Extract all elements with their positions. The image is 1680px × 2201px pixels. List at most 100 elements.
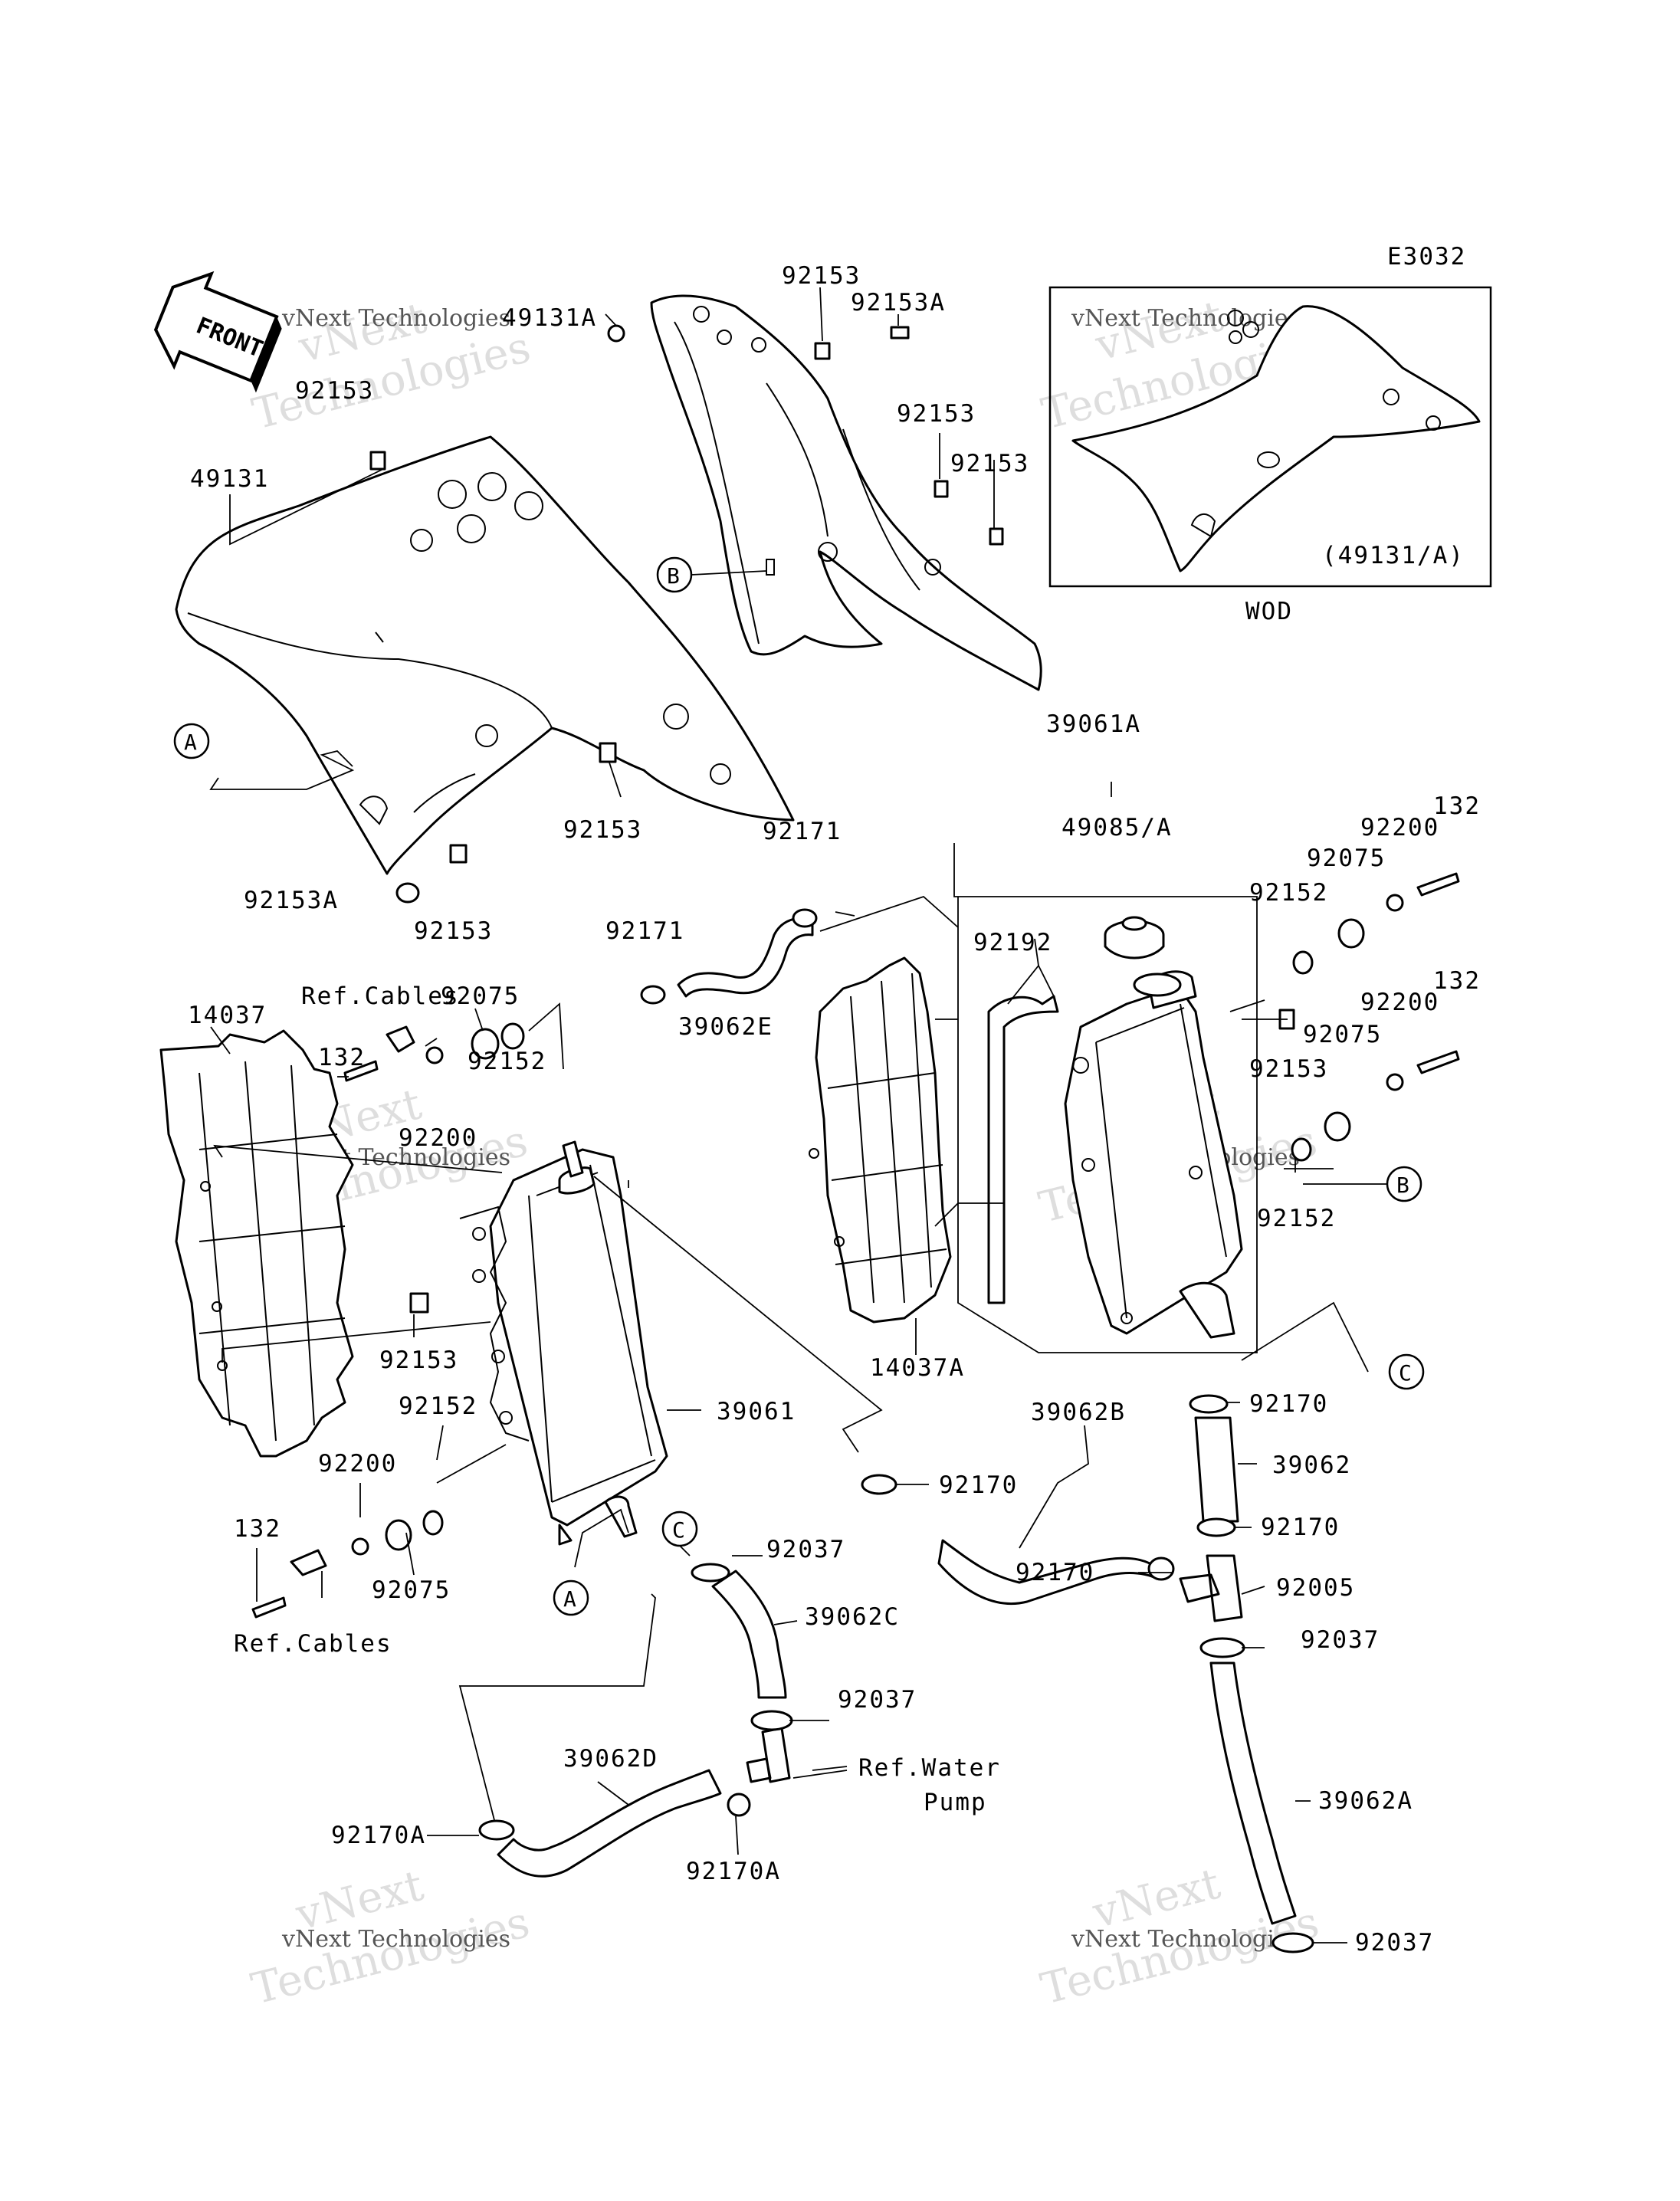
label-49085a: 49085/A (1061, 814, 1173, 841)
label-92037: 92037 (838, 1686, 917, 1714)
label-92037: 92037 (766, 1536, 845, 1563)
callout-a-2: A (553, 1579, 589, 1616)
label-92170a: 92170A (331, 1822, 426, 1849)
label-92153: 92153 (414, 917, 493, 945)
mount-hardware-left (251, 1022, 525, 1619)
label-39062a: 39062A (1318, 1787, 1413, 1815)
callout-b-2: B (1386, 1166, 1422, 1202)
front-arrow-icon: FRONT (153, 271, 282, 393)
label-49131a: 49131A (502, 304, 597, 332)
label-92153a: 92153A (244, 887, 339, 914)
label-92200: 92200 (1360, 989, 1439, 1016)
mount-hardware-right (1278, 872, 1460, 1162)
watermark-2c: vNext Technologies (1071, 305, 1300, 332)
label-92153: 92153 (563, 816, 642, 844)
water-pump-joint (746, 1727, 791, 1783)
label-92170: 92170 (1016, 1559, 1094, 1586)
radiator-left (459, 1148, 668, 1546)
label-92153: 92153 (1249, 1055, 1328, 1083)
hose-39062e (677, 917, 814, 998)
label-92170a: 92170A (686, 1858, 781, 1885)
label-92171: 92171 (763, 818, 842, 845)
label-132: 132 (1433, 792, 1481, 820)
label-92153: 92153 (782, 262, 861, 290)
svg-text:B: B (667, 563, 680, 589)
clamps (478, 908, 1314, 1953)
diagram-code: E3032 (1387, 243, 1466, 271)
radiator-right (1064, 970, 1243, 1339)
svg-text:A: A (563, 1586, 576, 1612)
label-92200: 92200 (1360, 814, 1439, 841)
svg-text:C: C (672, 1517, 685, 1543)
callout-c-1: C (1388, 1353, 1425, 1390)
label-92153a: 92153A (851, 289, 946, 317)
svg-text:A: A (184, 730, 197, 755)
label-92075: 92075 (1303, 1021, 1382, 1048)
hose-39062 (1194, 1416, 1239, 1523)
label-92075: 92075 (441, 982, 520, 1010)
label-ref-cables: Ref.Cables (301, 982, 460, 1010)
label-92037: 92037 (1355, 1929, 1434, 1957)
svg-text:C: C (1399, 1360, 1412, 1386)
fastener-92153-shroud (369, 451, 617, 904)
inset-frame (1048, 286, 1492, 588)
radiator-cap (1104, 916, 1182, 997)
label-92153: 92153 (897, 400, 976, 428)
label-92170: 92170 (1261, 1514, 1340, 1541)
label-39062c: 39062C (805, 1603, 900, 1631)
label-132: 132 (1433, 967, 1481, 995)
label-92200: 92200 (318, 1450, 397, 1478)
label-92152: 92152 (399, 1392, 477, 1420)
label-39062e: 39062E (678, 1013, 773, 1041)
label-92170: 92170 (1249, 1390, 1328, 1418)
label-pump: Pump (924, 1789, 987, 1816)
radiator-left-inlet (562, 1140, 584, 1178)
label-92075: 92075 (372, 1576, 451, 1604)
label-39061a: 39061A (1046, 710, 1141, 738)
label-92170: 92170 (939, 1471, 1018, 1499)
fastener-92153-right-shroud (607, 324, 1004, 546)
label-92152: 92152 (1249, 879, 1328, 907)
overflow-hose (987, 995, 1059, 1304)
label-14037: 14037 (188, 1002, 267, 1029)
label-ref-water: Ref.Water (858, 1754, 1001, 1782)
label-49131: 49131 (190, 465, 269, 493)
label-14037a: 14037A (870, 1354, 965, 1382)
label-92200: 92200 (399, 1124, 477, 1152)
radiator-guard-left (159, 1029, 354, 1458)
label-92075: 92075 (1307, 845, 1386, 872)
callout-c-2: C (661, 1511, 698, 1547)
inset-shroud (1071, 305, 1481, 572)
radiator-guard-right (809, 956, 952, 1324)
label-ref-cables: Ref.Cables (234, 1630, 392, 1658)
watermark-5c: vNext Technologies (281, 1926, 510, 1953)
callout-b-1: B (656, 556, 693, 593)
label-92037: 92037 (1301, 1626, 1380, 1654)
label-92153: 92153 (950, 450, 1029, 477)
part-labels: 49131A 92153 92153A 92153 92153 92153 49… (188, 262, 1481, 1957)
leader-lines (209, 287, 1369, 1944)
label-92005: 92005 (1276, 1574, 1355, 1602)
callout-a-1: A (173, 723, 210, 759)
hose-39062c (711, 1570, 787, 1699)
watermark-1c: vNext Technologies (281, 305, 510, 332)
inset-wod-label: WOD (1245, 598, 1293, 625)
label-39062b: 39062B (1031, 1399, 1126, 1426)
inset-caption: (49131/A) (1322, 542, 1465, 569)
label-39062d: 39062D (563, 1745, 658, 1773)
label-132: 132 (318, 1044, 366, 1071)
label-132: 132 (234, 1515, 281, 1543)
label-92153: 92153 (379, 1347, 458, 1374)
joint-92005 (1179, 1554, 1243, 1622)
watermark-6c: vNext Technologies (1071, 1926, 1300, 1953)
svg-text:B: B (1396, 1173, 1409, 1198)
shroud-left (175, 435, 795, 875)
label-92192: 92192 (973, 929, 1052, 956)
hose-39062a (1209, 1661, 1297, 1925)
label-39061: 39061 (717, 1398, 796, 1425)
label-92152: 92152 (468, 1048, 546, 1075)
label-92153: 92153 (295, 377, 374, 405)
label-92152: 92152 (1257, 1205, 1336, 1232)
